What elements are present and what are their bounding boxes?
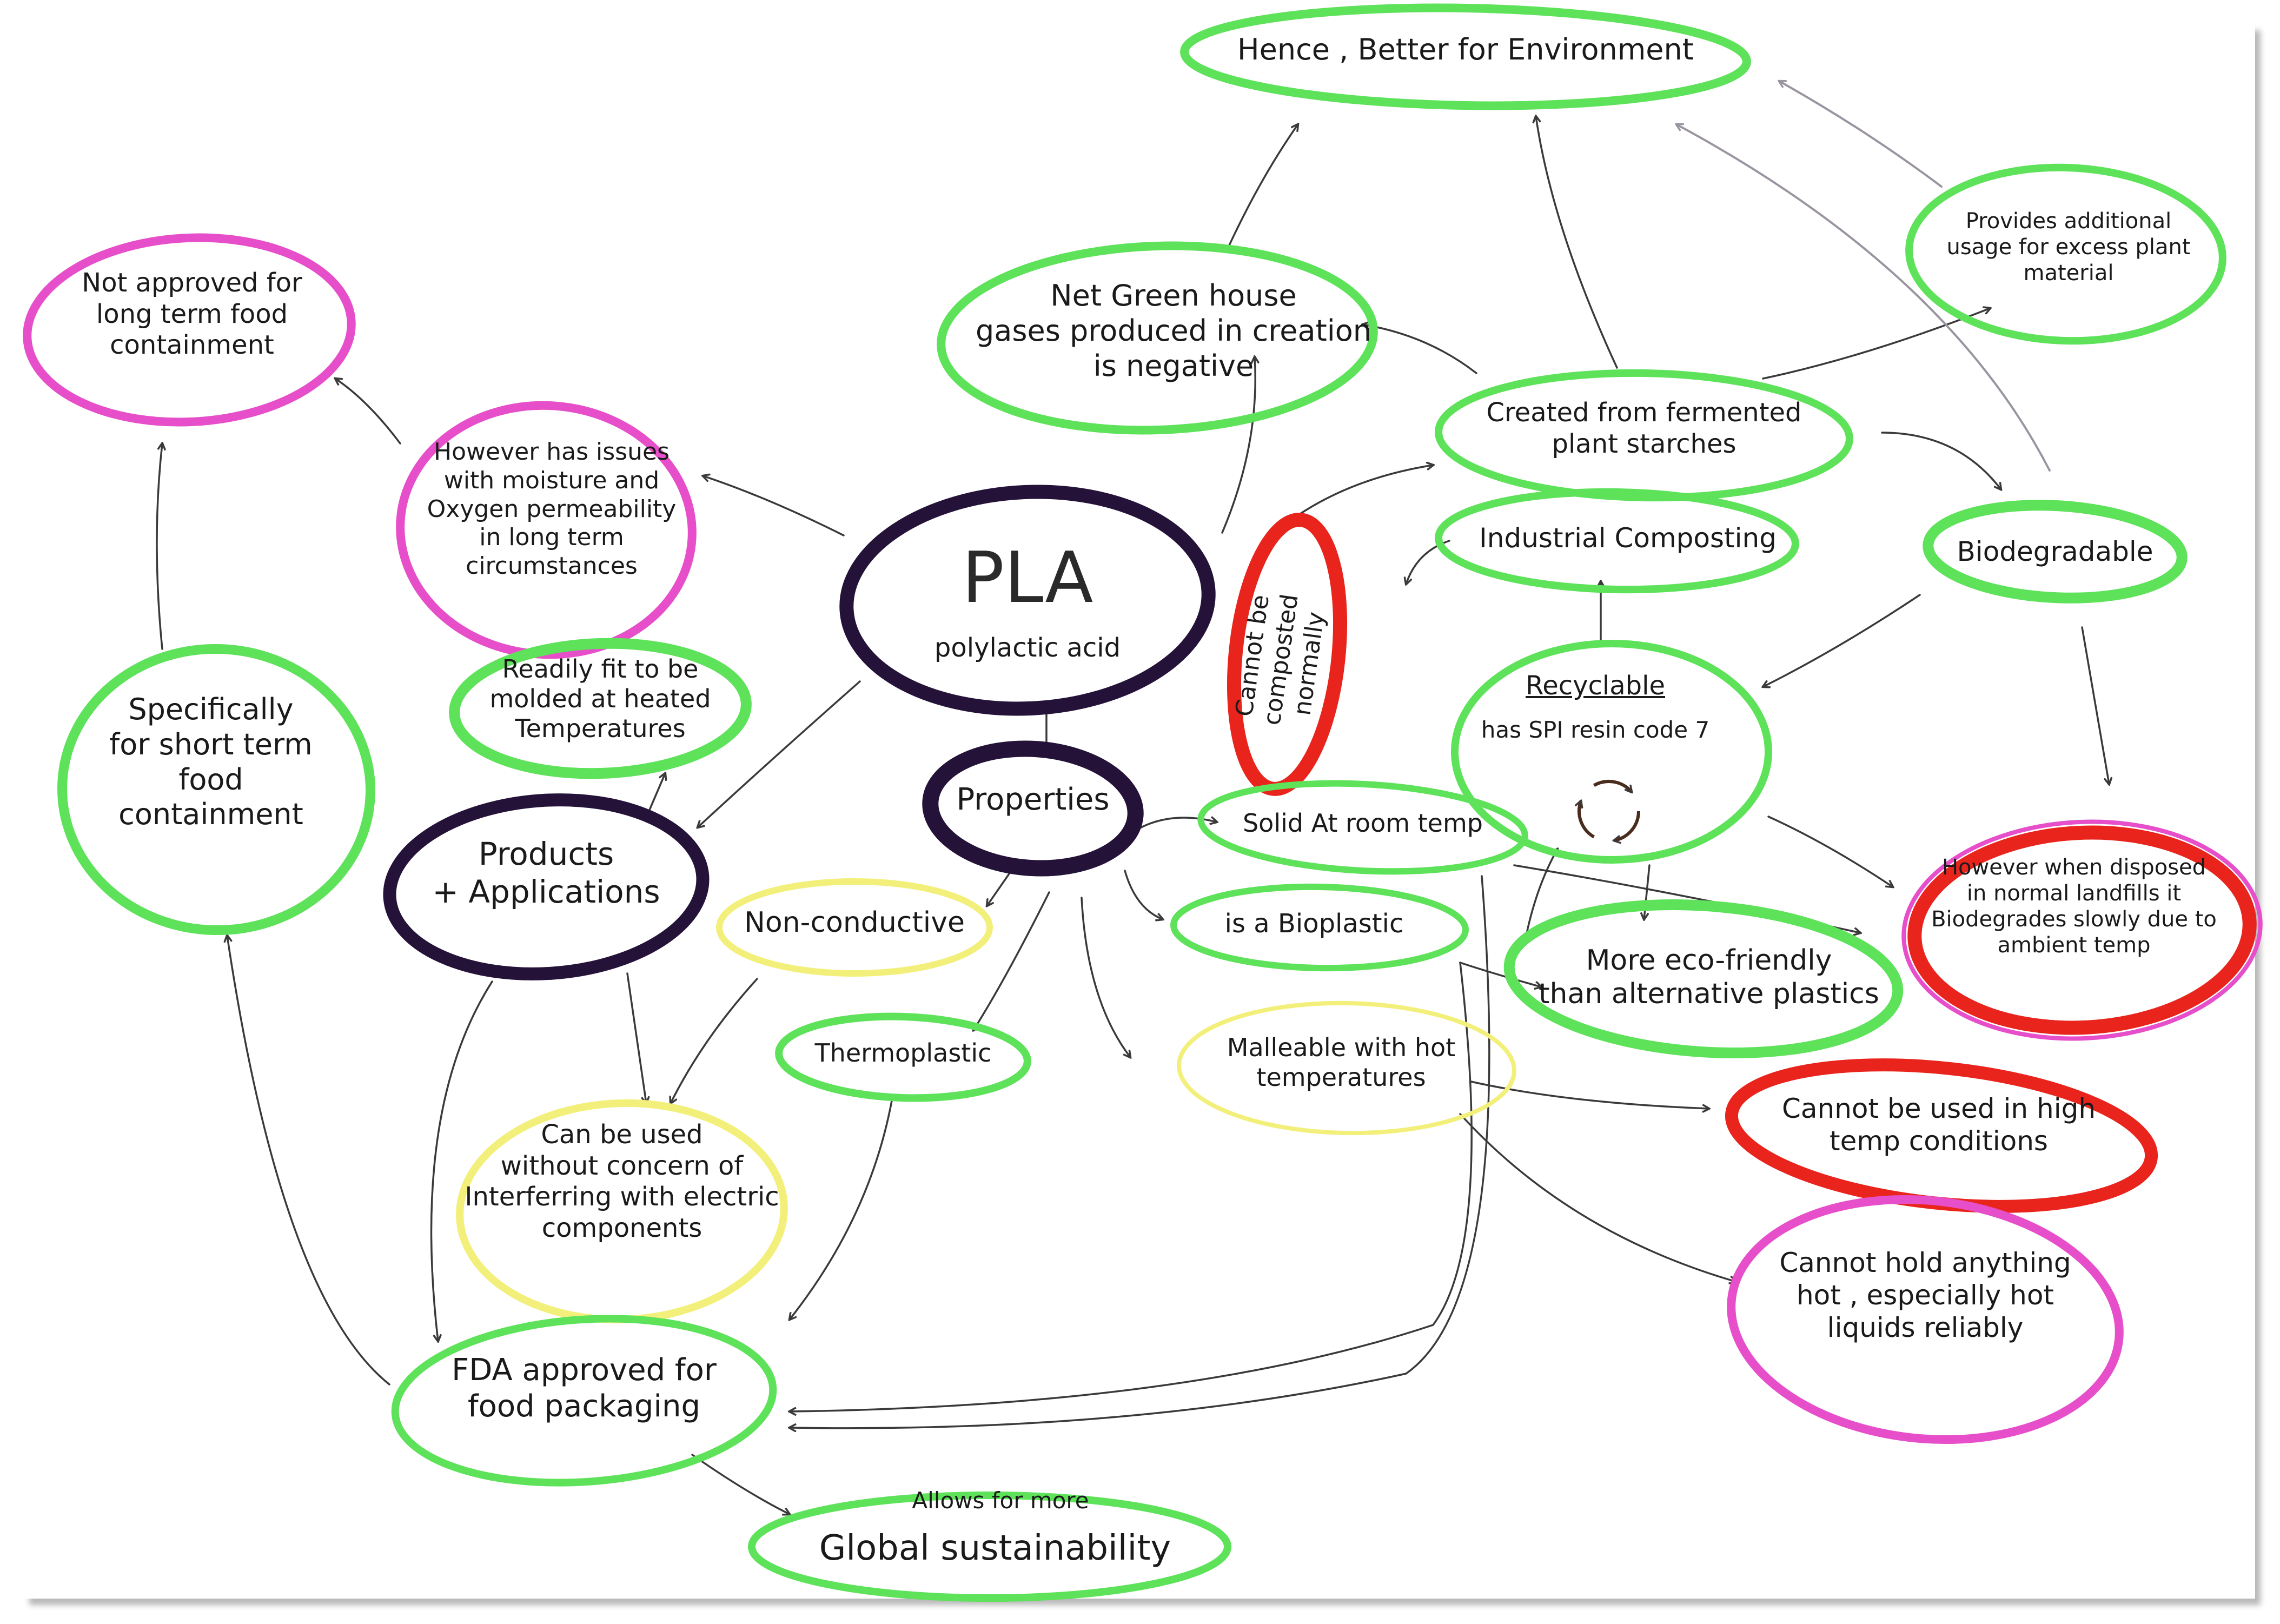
biodegradable-label: Biodegradable: [1957, 536, 2153, 567]
arrow-properties-to-non-conductive: [987, 870, 1012, 906]
more-eco-friendly-label: More eco-friendly than alternative plast…: [1539, 944, 1879, 1011]
solid-at-room-temp-outline: [1197, 780, 1528, 875]
arrow-products-to-can-be-used: [626, 972, 646, 1103]
cannot-hold-hot-outline: [1727, 1195, 2124, 1444]
moisture-issues-label: However has issues with moisture and Oxy…: [427, 438, 677, 580]
node-outlines: [23, 3, 2263, 1602]
however-landfill-label: However when disposed in normal landfill…: [1931, 855, 2217, 958]
not-approved-long-term-outline: [23, 233, 356, 427]
industrial-composting-outline: [1435, 488, 1799, 594]
arrow-created-to-provides: [1762, 308, 1990, 380]
specifically-short-term-outline: [57, 644, 375, 936]
arrow-provides-to-better: [1779, 81, 1943, 188]
arrow-properties-to-malleable: [1081, 897, 1130, 1057]
global-sustainability-label: Global sustainability: [819, 1528, 1171, 1568]
created-from-starches-outline: [1435, 369, 1853, 502]
arrow-properties-to-thermoplastic: [973, 891, 1050, 1030]
arrow-specifically-to-not-approved: [156, 443, 162, 650]
arrow-bioplastic-to-recyclable: [1524, 849, 1557, 942]
properties-label: Properties: [956, 782, 1110, 817]
arrow-malleable-to-cannot-high: [1470, 1081, 1709, 1109]
is-a-bioplastic-label: is a Bioplastic: [1224, 909, 1404, 939]
solid-at-room-temp-label: Solid At room temp: [1242, 808, 1483, 838]
better-for-environment-label: Hence , Better for Environment: [1237, 32, 1694, 67]
arrow-created-to-biodegradable: [1881, 432, 2001, 489]
global-sustainability-outline: [748, 1492, 1231, 1602]
arrow-biodegradable-to-recyclable: [1763, 594, 1921, 687]
arrow-products-to-readily-molded: [648, 773, 665, 812]
arrow-fda-to-specifically: [227, 936, 390, 1386]
is-a-bioplastic-outline: [1170, 883, 1469, 972]
industrial-composting-label: Industrial Composting: [1479, 522, 1777, 554]
arrow-bioplastic-to-more-eco: [1459, 962, 1541, 987]
arrow-created-to-net-greenhouse: [1363, 324, 1477, 374]
however-landfill-accent: [1901, 819, 2263, 1041]
arrow-pla-to-net-greenhouse: [1221, 357, 1255, 534]
non-conductive-outline: [716, 878, 993, 977]
provides-additional-usage-outline: [1905, 163, 2226, 345]
arrow-pla-to-products: [698, 680, 861, 827]
arrow-net-greenhouse-to-better: [1227, 124, 1298, 250]
created-from-starches-label: Created from fermented plant starches: [1486, 397, 1802, 459]
arrow-products-to-fda: [430, 980, 493, 1341]
net-greenhouse-outline: [937, 241, 1378, 435]
products-applications-outline: [383, 793, 710, 980]
global-sustainability-top-label: Allows for more: [912, 1487, 1089, 1514]
malleable-outline: [1177, 1000, 1516, 1136]
provides-additional-usage-label: Provides additional usage for excess pla…: [1946, 209, 2191, 286]
net-greenhouse-label: Net Green house gases produced in creati…: [975, 279, 1372, 383]
products-applications-label: Products + Applications: [432, 836, 660, 910]
fda-approved-outline: [391, 1315, 777, 1487]
recycle-icon: [1579, 780, 1640, 840]
arrow-bioplastic-to-fda: [790, 962, 1473, 1411]
specifically-short-term-label: Specifically for short term food contain…: [109, 692, 313, 832]
better-for-environment-outline: [1180, 3, 1751, 110]
arrow-pla-to-created: [1264, 465, 1433, 542]
arrow-solid-to-fda: [790, 875, 1490, 1428]
cannot-hold-hot-label: Cannot hold anything hot , especially ho…: [1779, 1247, 2071, 1343]
recyclable-detail: has SPI resin code 7: [1481, 717, 1710, 743]
biodegradable-outline: [1923, 500, 2188, 604]
arrow-properties-to-solid: [1140, 818, 1217, 828]
arrow-created-to-better: [1536, 116, 1618, 369]
properties-outline: [922, 740, 1144, 877]
readily-molded-label: Readily fit to be molded at heated Tempe…: [489, 654, 711, 744]
malleable-label: Malleable with hot temperatures: [1227, 1033, 1456, 1092]
pla-subtitle: polylactic acid: [934, 633, 1121, 663]
can-be-used-electric-label: Can be used without concern of Interferr…: [465, 1119, 779, 1243]
arrow-moisture-to-not-approved: [335, 379, 401, 445]
not-approved-long-term-label: Not approved for long term food containm…: [82, 268, 302, 361]
pla-outline: [839, 485, 1216, 716]
arrow-biodegradable-to-however: [2081, 626, 2109, 784]
thermoplastic-outline: [775, 1012, 1031, 1102]
recyclable-title: Recyclable: [1526, 671, 1665, 701]
decorations: [1579, 780, 1640, 840]
arrow-pla-to-moisture: [703, 476, 845, 536]
more-eco-friendly-outline: [1503, 899, 1904, 1058]
non-conductive-label: Non-conductive: [744, 906, 965, 939]
fda-approved-label: FDA approved for food packaging: [452, 1353, 717, 1424]
arrow-fda-to-global: [691, 1454, 790, 1514]
arrow-biodegradable-to-better: [1676, 124, 2051, 472]
arrow-malleable-to-cannot-hold: [1459, 1113, 1736, 1282]
readily-molded-outline: [449, 638, 752, 779]
pla-title: PLA: [962, 536, 1093, 619]
thermoplastic-label: Thermoplastic: [814, 1038, 992, 1068]
arrow-properties-to-bioplastic: [1124, 870, 1163, 919]
however-landfill-outline: [1907, 825, 2257, 1035]
arrow-non-conductive-to-can-be-used: [671, 978, 758, 1103]
cannot-high-temp-label: Cannot be used in high temp conditions: [1781, 1093, 2096, 1157]
arrow-thermoplastic-to-fda: [790, 1097, 893, 1320]
recyclable-outline: [1451, 640, 1772, 864]
arrow-recyclable-to-more-eco: [1644, 864, 1651, 919]
arrow-recyclable-to-however: [1767, 816, 1893, 887]
